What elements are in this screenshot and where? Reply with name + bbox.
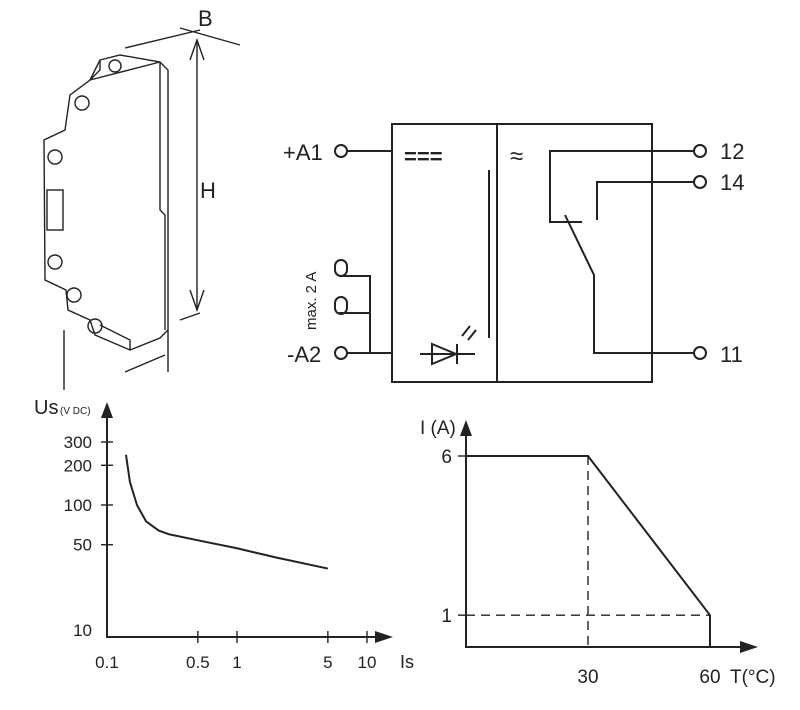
x-tick-label: 0.5 — [186, 653, 210, 672]
width-label: B — [198, 6, 213, 31]
terminal-a1 — [334, 144, 348, 158]
y-tick-label: 100 — [64, 496, 92, 515]
y-tick-label: 10 — [73, 621, 92, 640]
x-tick-label: 30 — [577, 667, 598, 688]
voltage-current-chart: Us (V DC) Is 0.1 0.5 1 5 10 300 200 100 50 10 — [34, 397, 414, 672]
x-tick-label: 0.1 — [95, 653, 119, 672]
series-line — [125, 454, 329, 570]
ac-symbol: ≈ — [510, 143, 523, 170]
x-tick-label: 5 — [323, 653, 332, 672]
terminal-a1-label: +A1 — [283, 140, 323, 165]
terminal-a2 — [334, 346, 348, 360]
module-drawing: B H — [43, 6, 241, 390]
guide-line — [466, 455, 589, 647]
fuse-note: max. 2 A — [303, 272, 320, 330]
x-tick-label: 1 — [232, 653, 241, 672]
x-tick-label: 10 — [358, 653, 377, 672]
y-axis-label: I (A) — [420, 418, 456, 439]
y-tick-label: 1 — [441, 606, 452, 627]
led-diode-icon — [420, 325, 477, 366]
axis-arrows — [460, 420, 758, 653]
y-axis-unit: (V DC) — [60, 406, 91, 417]
x-tick-label: 60 — [699, 667, 720, 688]
relay-schematic: +A1 -A2 max. 2 A === ≈ 12 14 11 — [283, 123, 744, 383]
height-label: H — [200, 178, 216, 203]
x-axis-label: T(°C) — [730, 667, 776, 688]
terminal-12-label: 12 — [720, 139, 744, 164]
y-tick-label: 50 — [73, 536, 92, 555]
y-axis-label: Us — [34, 397, 58, 419]
y-tick-label: 300 — [64, 433, 92, 452]
y-tick-label: 6 — [441, 447, 452, 468]
axis-arrows — [101, 402, 393, 643]
terminal-a2-label: -A2 — [287, 342, 321, 367]
series-line — [466, 455, 711, 647]
terminal-11-label: 11 — [720, 342, 743, 367]
dc-symbol: === — [404, 144, 443, 169]
x-axis-label: Is — [400, 652, 414, 672]
y-tick-label: 200 — [64, 456, 92, 475]
terminal-14-label: 14 — [720, 170, 744, 195]
derating-chart: I (A) T(°C) 30 60 6 1 — [420, 418, 776, 688]
